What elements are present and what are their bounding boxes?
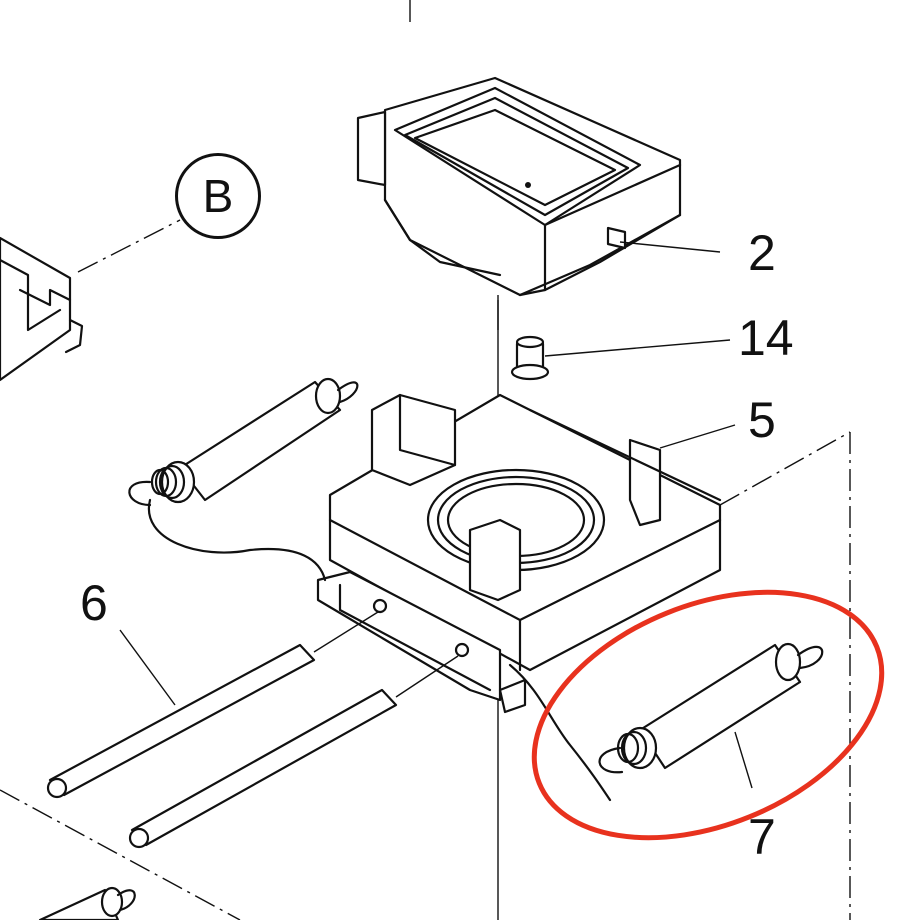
guide-lower-left [0,789,241,920]
callout-5: 5 [748,392,776,448]
leader-7 [734,731,753,789]
rods [46,611,459,849]
guide-right-top [719,431,851,506]
leader-5 [659,424,736,449]
leader-14 [544,339,731,357]
leader-6 [119,629,176,706]
callout-14: 14 [738,310,794,366]
cap-assembly [356,76,682,330]
bushing-part [510,335,550,381]
callout-7: 7 [748,809,776,865]
highlight-ring [531,589,885,841]
highlighted-spring [508,642,824,802]
b-leader-line [77,219,181,273]
callout-6: 6 [80,575,108,631]
reference-circle-b: B [175,153,261,239]
lower-left-partial-spring [38,886,136,920]
frame-base [316,393,722,714]
leader-2 [619,241,721,253]
reference-circle-label: B [202,170,234,222]
left-partial-assembly [0,236,84,382]
callout-2: 2 [748,225,776,281]
upper-spring [128,377,359,582]
